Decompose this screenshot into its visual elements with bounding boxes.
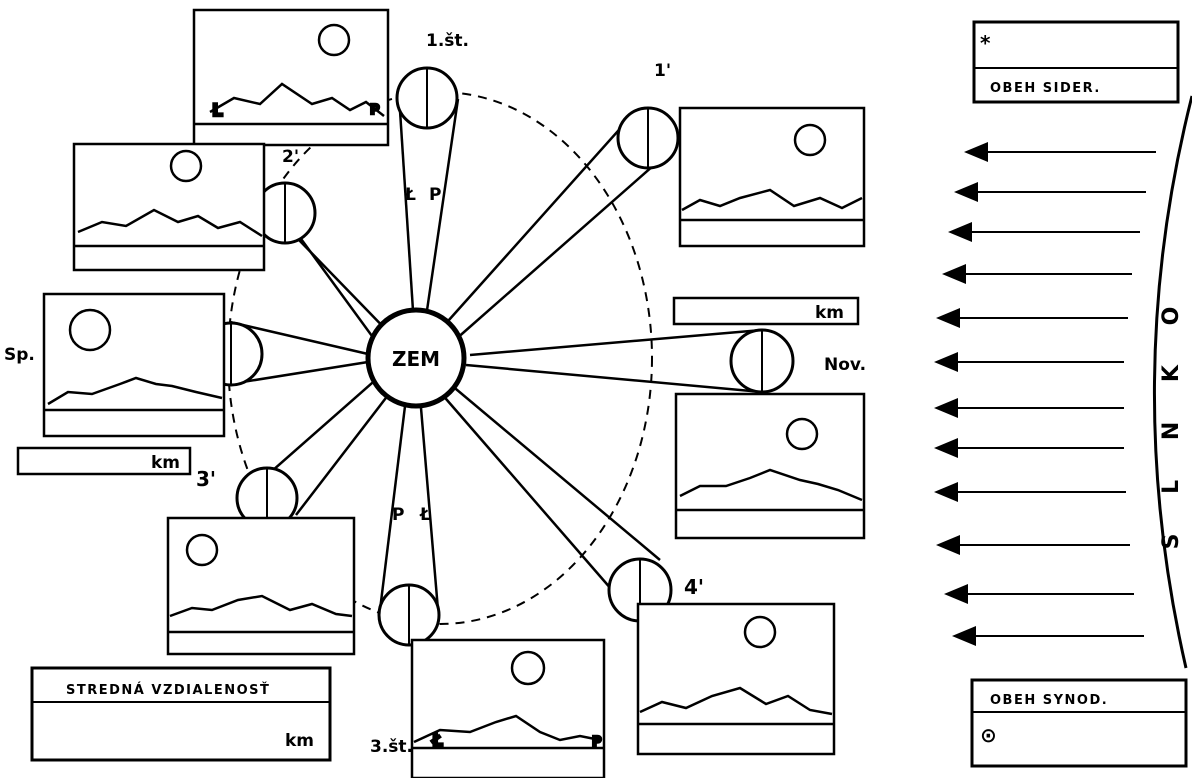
mean-distance-unit: km [285, 731, 314, 751]
km-field-left: km [18, 448, 190, 474]
label-2: 2' [282, 147, 299, 167]
label-third-quarter: 3.št. [370, 737, 413, 757]
panel-top-p: P [370, 103, 381, 118]
sky-panel-third-quarter [412, 640, 604, 778]
sidereal-label: OBEH SIDER. [990, 81, 1101, 96]
sunlight-arrows [938, 152, 1156, 636]
sky-panel-new [676, 394, 864, 538]
label-1: 1' [654, 61, 671, 81]
km-field-right: km [674, 298, 858, 324]
sky-panel-first-quarter [194, 10, 388, 145]
panel-top-l: L [212, 101, 223, 121]
label-first-quarter: 1.št. [426, 31, 469, 51]
mean-distance-title: STREDNÁ VZDIALENOSŤ [66, 682, 270, 698]
synodic-label: OBEH SYNOD. [990, 693, 1108, 708]
label-4: 4' [684, 575, 704, 599]
earth-label: ZEM [392, 347, 440, 371]
sky-panel-4 [638, 604, 834, 754]
moon-third-quarter [379, 585, 439, 645]
label-bottom-p: P [392, 505, 404, 525]
moon-new [731, 330, 793, 392]
mean-distance-box: STREDNÁ VZDIALENOSŤ km [32, 668, 330, 760]
synodic-box: OBEH SYNOD. ⊙ [972, 680, 1186, 766]
sidereal-star-icon: * [980, 31, 991, 55]
label-3: 3' [196, 467, 216, 491]
sidereal-box: * OBEH SIDER. [974, 22, 1178, 102]
label-top-p: P [429, 185, 441, 205]
panel-bottom-l: Ł [431, 731, 443, 751]
earth: ZEM [368, 310, 464, 406]
moon-1 [618, 108, 678, 168]
km-unit-left: km [151, 453, 180, 473]
km-unit-right: km [815, 303, 844, 323]
sky-panel-full [44, 294, 224, 436]
label-top-l: Ł [404, 185, 416, 205]
sky-panel-2 [74, 144, 264, 270]
synodic-sun-icon: ⊙ [980, 723, 997, 747]
moon-first-quarter [397, 68, 457, 128]
sun-label: S L N K O [1159, 291, 1184, 550]
sky-panel-3 [168, 518, 354, 654]
label-full: Sp. [4, 345, 35, 365]
label-new: Nov. [824, 355, 866, 375]
panel-bottom-p: P [592, 735, 603, 750]
sky-panel-1 [680, 108, 864, 246]
label-bottom-l: Ł [419, 505, 431, 525]
